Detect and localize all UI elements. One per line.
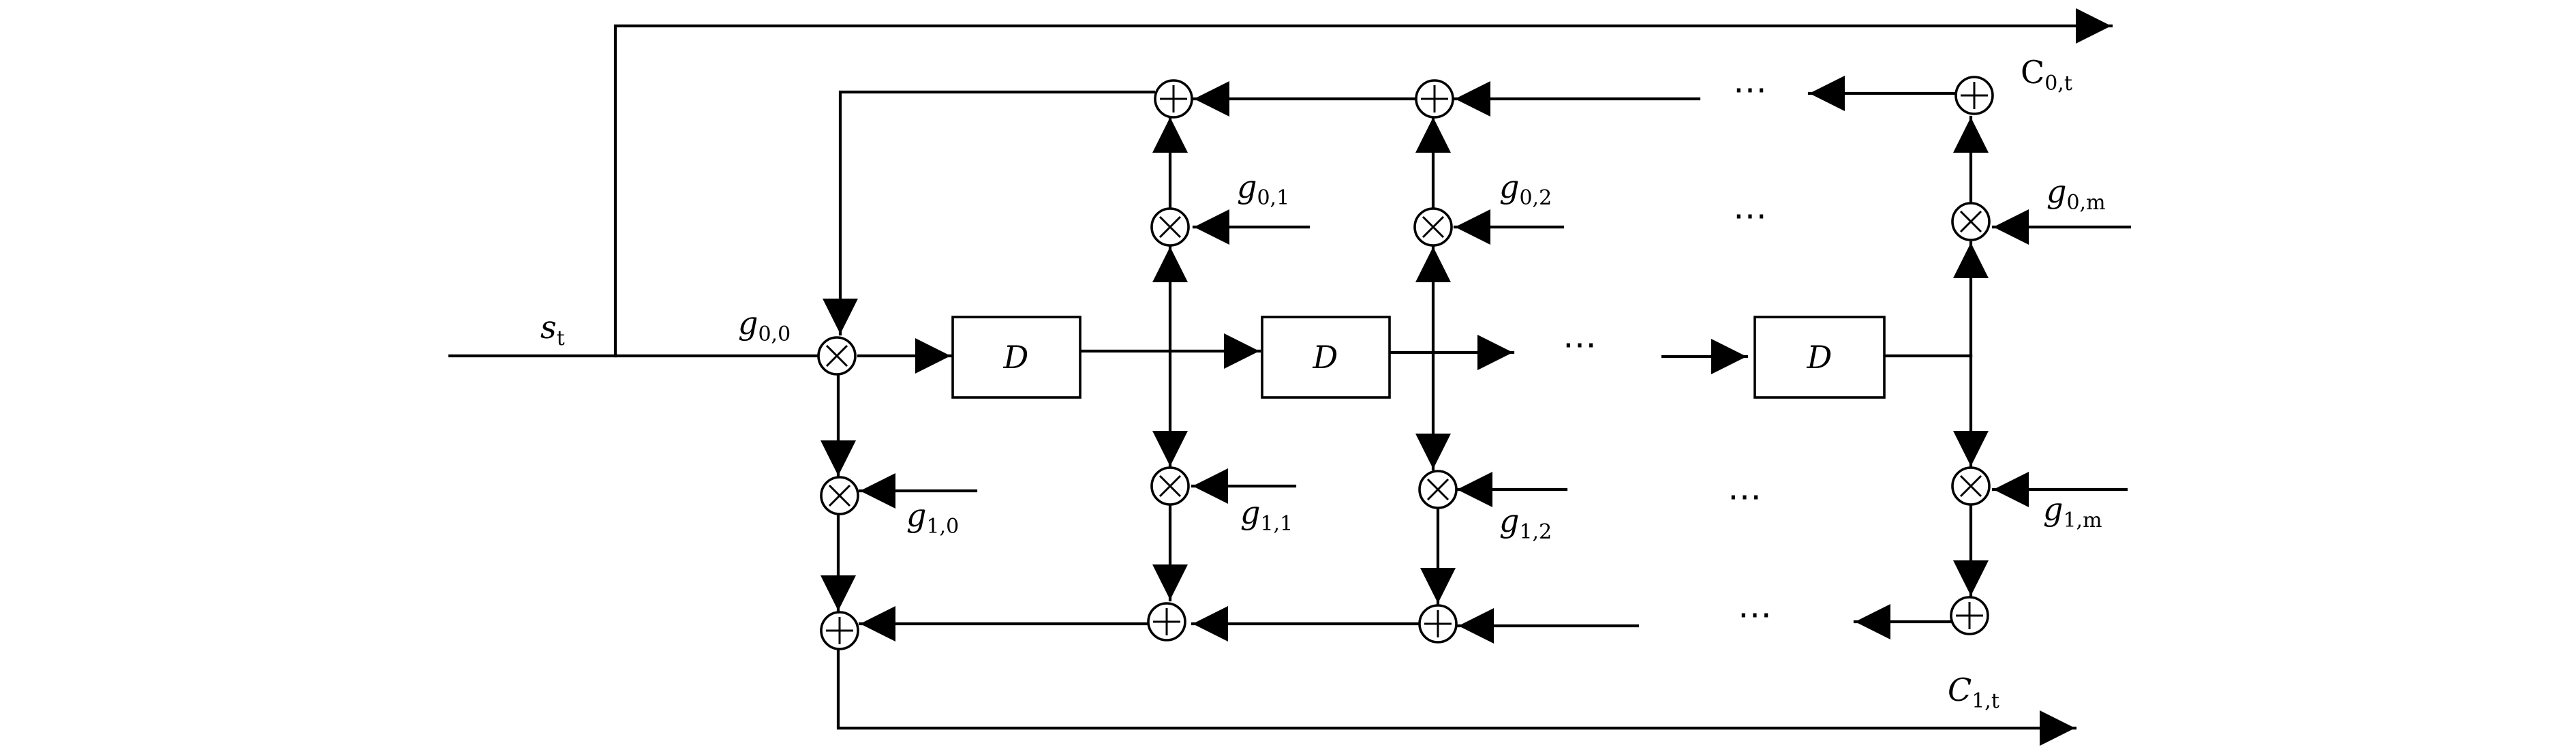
multiplier-g01 bbox=[1150, 207, 1190, 247]
ellipses: ⋯ ⋯ ⋯ ⋯ ⋯ bbox=[1563, 70, 1772, 634]
ellipsis-bottom-multipliers: ⋯ bbox=[1728, 477, 1762, 516]
output-c1-label: C1,t bbox=[1948, 672, 1999, 713]
top-feedback-wire bbox=[823, 90, 1156, 336]
adder-bottom-m bbox=[1950, 596, 1989, 635]
coef-g12-label: g1,2 bbox=[1499, 502, 1552, 544]
multiplier-g12 bbox=[1418, 470, 1458, 509]
delay-d2: D bbox=[1261, 316, 1391, 399]
ellipsis-top-multipliers: ⋯ bbox=[1733, 196, 1767, 235]
output-c0-label: C0,t bbox=[2021, 54, 2072, 95]
multiplier-g02 bbox=[1413, 207, 1453, 247]
ellipsis-bottom-adders: ⋯ bbox=[1738, 594, 1772, 634]
multiplier-g00 bbox=[817, 336, 857, 376]
multiplier-g1m bbox=[1951, 466, 1991, 506]
wires bbox=[448, 8, 2132, 746]
coef-g01-label: g0,1 bbox=[1237, 168, 1289, 210]
ellipsis-delays: ⋯ bbox=[1563, 325, 1597, 364]
adder-bottom-2 bbox=[1418, 604, 1458, 644]
coef-g0m-label: g0,m bbox=[2046, 173, 2106, 215]
bottom-output-wire bbox=[836, 635, 2077, 746]
coef-g11-label: g1,1 bbox=[1240, 494, 1293, 536]
multiplier-g0m bbox=[1951, 202, 1991, 241]
coef-g10-label: g1,0 bbox=[906, 497, 959, 539]
coef-g00-label: g0,0 bbox=[738, 305, 791, 346]
ellipsis-top-adders: ⋯ bbox=[1733, 70, 1767, 109]
adder-bottom-0 bbox=[820, 611, 859, 650]
delay-d1: D bbox=[951, 316, 1082, 399]
coef-g02-label: g0,2 bbox=[1499, 168, 1552, 210]
delay-d1-label: D bbox=[1003, 339, 1029, 376]
delay-d2-label: D bbox=[1313, 339, 1338, 376]
adder-top-2 bbox=[1415, 79, 1454, 119]
input-label: st bbox=[540, 309, 565, 350]
multiplier-g11 bbox=[1150, 466, 1190, 506]
adder-bottom-1 bbox=[1147, 602, 1186, 642]
delay-d3-label: D bbox=[1807, 339, 1833, 376]
coef-g1m-label: g1,m bbox=[2043, 491, 2102, 532]
adder-top-m bbox=[1954, 76, 1994, 115]
adder-top-1 bbox=[1154, 79, 1193, 119]
multiplier-g10 bbox=[820, 476, 859, 515]
top-output-wire bbox=[613, 8, 2113, 358]
delay-d3: D bbox=[1753, 316, 1886, 399]
